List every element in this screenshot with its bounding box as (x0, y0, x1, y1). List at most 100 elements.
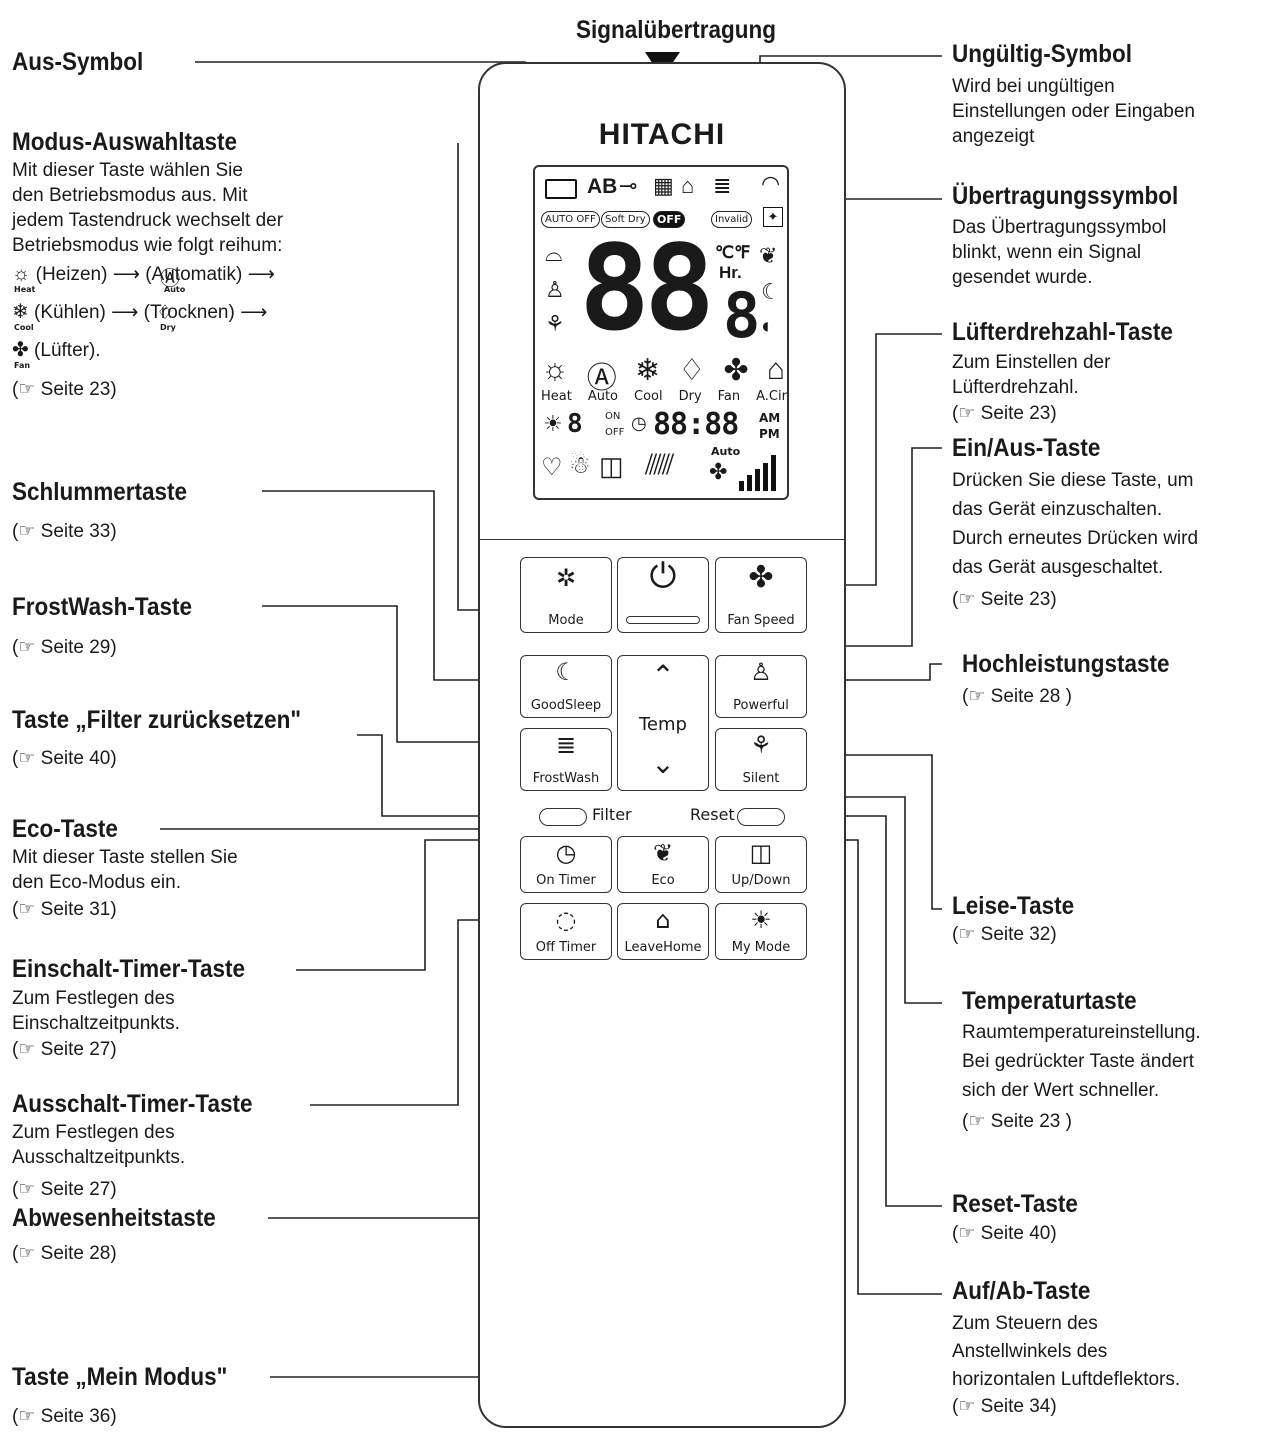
frostwash-label: FrostWash (532, 771, 600, 786)
seq-sub-dry: Dry (160, 323, 176, 332)
callout-einaus-ref: (☞ Seite 23) (952, 588, 1057, 610)
auto-icon: Ⓐ (160, 266, 180, 290)
callout-abwesenheit-ref: (☞ Seite 28) (12, 1242, 117, 1264)
line-filter (357, 734, 545, 817)
up-down-button[interactable]: ◫ Up/Down (715, 836, 807, 893)
einaus-desc-line: Durch erneutes Drücken wird (952, 528, 1199, 549)
callout-einschalt-desc: Zum Festlegen des Einschaltzeitpunkts. (12, 986, 180, 1036)
auto-icon: Ⓐ (586, 362, 617, 395)
reference-hand-icon: ☞ (18, 1242, 36, 1264)
modus-sequence-1: ☼ (Heizen) ⟶ (Automatik) ⟶ (12, 262, 275, 287)
my-mode-label: My Mode (731, 940, 791, 955)
temp-down-icon[interactable]: ⌄ (651, 747, 675, 780)
heat-icon: ☼ (12, 263, 31, 285)
on-timer-button[interactable]: ◷ On Timer (520, 836, 612, 893)
callout-modus-desc: Mit dieser Taste wählen Sie den Betriebs… (12, 158, 283, 258)
mode-label-dry: Dry (678, 389, 702, 404)
swing-icon: ◫ (749, 839, 773, 867)
fan-icon: ✤ (723, 354, 749, 387)
my-mode-icon: ☀ (750, 906, 772, 934)
dry-icon: ♢ (156, 300, 174, 324)
einaus-desc-line: Drücken Sie diese Taste, um (952, 470, 1194, 491)
sparkle-icon: ✦ (763, 207, 783, 227)
leave-home-label: LeaveHome (624, 940, 702, 955)
callout-mein-modus-title: Taste „Mein Modus" (12, 1363, 228, 1391)
on-timer-icon: ◷ (555, 839, 577, 867)
callout-abwesenheit-title: Abwesenheitstaste (12, 1204, 216, 1232)
leave-home-button[interactable]: ⌂ LeaveHome (617, 903, 709, 960)
callout-schlummer-ref: (☞ Seite 33) (12, 520, 117, 542)
reference-hand-icon: ☞ (958, 588, 976, 610)
mode-label-cool: Cool (634, 389, 663, 404)
modus-sequence-3: ✤ (Lüfter). (12, 338, 101, 363)
eco-button[interactable]: ❦ Eco (617, 836, 709, 893)
off-timer-button[interactable]: ◌ Off Timer (520, 903, 612, 960)
callout-filter-title: Taste „Filter zurücksetzen" (12, 706, 302, 734)
callout-ausschalt-title: Ausschalt-Timer-Taste (12, 1090, 253, 1118)
silent-button[interactable]: ⚘ Silent (715, 728, 807, 791)
temp-button[interactable]: ⌃ Temp ⌄ (617, 655, 709, 791)
ausschalt-desc-line: Ausschaltzeitpunkts. (12, 1147, 186, 1168)
mode-button-label: Mode (548, 613, 584, 628)
my-mode-button[interactable]: ☀ My Mode (715, 903, 807, 960)
callout-leise-ref: (☞ Seite 32) (952, 923, 1057, 945)
temp-up-icon[interactable]: ⌃ (651, 659, 675, 692)
callout-einaus-title: Ein/Aus-Taste (952, 434, 1101, 462)
callout-hochleistung-title: Hochleistungstaste (962, 650, 1170, 678)
callout-temperatur-title: Temperaturtaste (962, 987, 1137, 1015)
line-frostwash (262, 605, 530, 743)
modus-seq1-text: (Heizen) ⟶ (Automatik) ⟶ (35, 264, 275, 285)
lcd-am: AM (759, 411, 781, 425)
callout-einschalt-ref: (☞ Seite 27) (12, 1038, 117, 1060)
reset-label: Reset (690, 805, 735, 824)
lcd-soft-dry: Soft Dry (601, 211, 650, 228)
modus-desc-line: Mit dieser Taste wählen Sie (12, 160, 243, 181)
power-button[interactable]: ⏻ (617, 557, 709, 633)
lcd-off-timer: OFF (605, 427, 625, 438)
lcd-invalid-symbol: Invalid (711, 211, 753, 228)
callout-hochleistung-ref: (☞ Seite 28 ) (962, 685, 1072, 707)
reference-hand-icon: ☞ (18, 520, 36, 542)
frostwash-button[interactable]: ≣ FrostWash (520, 728, 612, 791)
callout-aufab-desc: Zum Steuern des Anstellwinkels des horiz… (952, 1310, 1180, 1394)
reference-hand-icon: ☞ (18, 378, 36, 400)
modus-seq2-text: (Kühlen) ⟶ (Trocknen) ⟶ (34, 302, 268, 323)
powerful-button[interactable]: ♙ Powerful (715, 655, 807, 718)
fan-speed-button[interactable]: ✤ Fan Speed (715, 557, 807, 633)
off-timer-icon: ◌ (555, 906, 577, 934)
reference-hand-icon: ☞ (958, 1222, 976, 1244)
callout-frostwash-title: FrostWash-Taste (12, 593, 193, 621)
reference-hand-icon: ☞ (18, 1178, 36, 1200)
goodsleep-button[interactable]: ☾ GoodSleep (520, 655, 612, 718)
uebertragung-desc-line: Das Übertragungssymbol (952, 217, 1167, 238)
aufab-desc-line: Anstellwinkels des (952, 1341, 1108, 1362)
mode-label-auto: Auto (587, 389, 619, 404)
ungueltig-desc-line: angezeigt (952, 126, 1035, 147)
einaus-desc-line: das Gerät einzuschalten. (952, 499, 1163, 520)
clock-icon: ◷ (631, 413, 647, 433)
filter-button[interactable] (539, 808, 587, 826)
luefter-desc-line: Zum Einstellen der (952, 352, 1111, 373)
dry-icon: ♢ (678, 354, 706, 387)
ausschalt-desc-line: Zum Festlegen des (12, 1122, 175, 1143)
mode-label-fan: Fan (717, 389, 741, 404)
reset-button[interactable] (737, 808, 785, 826)
temperatur-desc-line: sich der Wert schneller. (962, 1080, 1160, 1101)
callout-modus-ref: (☞ Seite 23) (12, 378, 117, 401)
callout-eco-ref: (☞ Seite 31) (12, 898, 117, 920)
ungueltig-desc-line: Wird bei ungültigen (952, 76, 1115, 97)
off-timer-label: Off Timer (535, 940, 597, 955)
mode-button[interactable]: ✲ Mode (520, 557, 612, 633)
callout-aus-symbol-title: Aus-Symbol (12, 48, 144, 76)
powerful-icon: ♙ (750, 658, 772, 686)
modus-desc-line: jedem Tastendruck wechselt der (12, 210, 284, 231)
reference-hand-icon: ☞ (18, 1038, 36, 1060)
goodsleep-moon-icon: ☾ (555, 658, 577, 686)
my-mode-digit: 8 (567, 409, 583, 439)
callout-temperatur-desc: Raumtemperatureinstellung. Bei gedrückte… (962, 1018, 1201, 1105)
callout-schlummer-title: Schlummertaste (12, 478, 188, 506)
callout-einaus-desc: Drücken Sie diese Taste, um das Gerät ei… (952, 466, 1198, 582)
lcd-pm: PM (759, 427, 780, 441)
callout-luefter-desc: Zum Einstellen der Lüfterdrehzahl. (952, 350, 1110, 400)
sleep-moon-icon: ☾ (761, 279, 781, 304)
